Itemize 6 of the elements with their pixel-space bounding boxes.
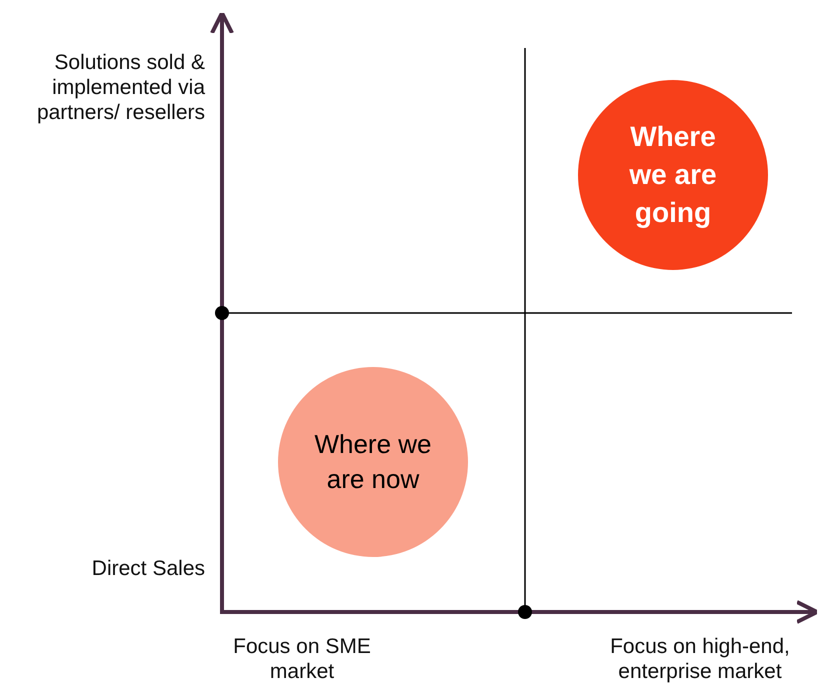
circle-label: Where we are going (628, 120, 718, 230)
axis-label: Focus on SME market (232, 634, 372, 684)
axis-label: Direct Sales (90, 556, 205, 582)
axis-label: Focus on high-end, enterprise market (609, 634, 791, 684)
circle-label: Where we are now (313, 428, 433, 496)
axis-label: Solutions sold & implemented via partners/ resellers (36, 50, 205, 126)
